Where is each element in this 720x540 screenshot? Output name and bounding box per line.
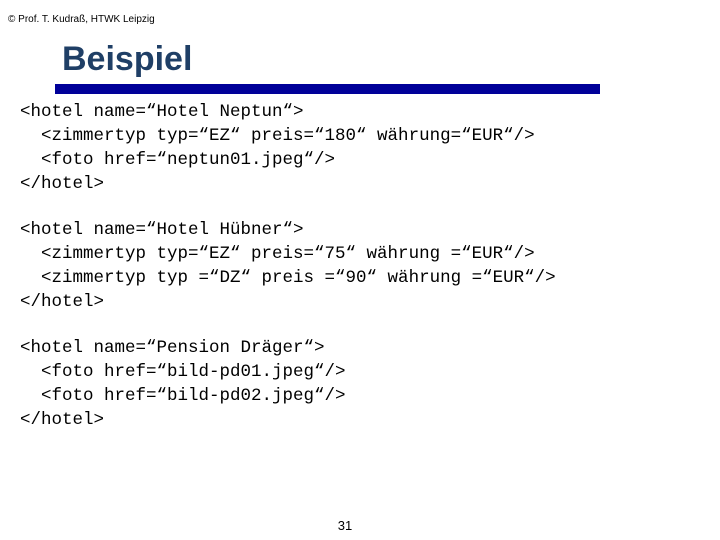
code-block-hotel-huebner: <hotel name=“Hotel Hübner“> <zimmertyp t… xyxy=(20,218,556,314)
slide-title: Beispiel xyxy=(62,40,193,78)
code-line: <hotel name=“Hotel Neptun“> xyxy=(20,102,304,122)
code-line: <hotel name=“Pension Dräger“> xyxy=(20,338,325,358)
code-line: </hotel> xyxy=(20,410,105,430)
code-line: </hotel> xyxy=(20,292,105,312)
code-line: </hotel> xyxy=(20,174,105,194)
title-underline-bar xyxy=(55,84,600,94)
code-block-pension-draeger: <hotel name=“Pension Dräger“> <foto href… xyxy=(20,336,556,432)
code-block-hotel-neptun: <hotel name=“Hotel Neptun“> <zimmertyp t… xyxy=(20,100,556,196)
code-line: <zimmertyp typ=“EZ“ preis=“75“ währung =… xyxy=(20,244,535,264)
code-line: <foto href=“bild-pd02.jpeg“/> xyxy=(20,386,346,406)
page-number: 31 xyxy=(337,518,353,533)
code-line: <hotel name=“Hotel Hübner“> xyxy=(20,220,304,240)
code-line: <zimmertyp typ=“EZ“ preis=“180“ währung=… xyxy=(20,126,535,146)
copyright-notice: © Prof. T. Kudraß, HTWK Leipzig xyxy=(8,14,155,25)
code-line: <foto href=“bild-pd01.jpeg“/> xyxy=(20,362,346,382)
code-line: <foto href=“neptun01.jpeg“/> xyxy=(20,150,336,170)
xml-code-listing: <hotel name=“Hotel Neptun“> <zimmertyp t… xyxy=(20,100,556,454)
code-line: <zimmertyp typ =“DZ“ preis =“90“ währung… xyxy=(20,268,556,288)
